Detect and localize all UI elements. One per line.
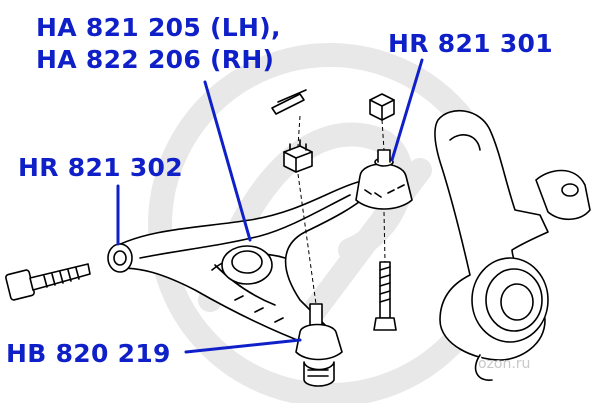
upper-ball-joint-icon: [355, 149, 413, 210]
lower-ball-joint-icon: [295, 303, 343, 387]
part-number-arm-lh: HA 821 205 (LH),: [36, 13, 281, 42]
leader-line-upper-ball-joint: [390, 58, 424, 162]
vertical-bolt-icon: [373, 261, 397, 331]
long-bolt-icon: [5, 263, 91, 301]
site-watermark: ozon.ru: [478, 356, 531, 372]
castle-nut-icon: [283, 139, 313, 173]
assembly-guide-lines: [297, 115, 386, 305]
leader-line-lower-ball-joint: [184, 338, 302, 354]
part-number-bushing: HR 821 302: [18, 153, 183, 182]
leader-line-arm: [203, 80, 252, 242]
steering-knuckle-icon: [434, 109, 591, 381]
part-number-arm-rh: HA 822 206 (RH): [36, 45, 275, 74]
top-nut-icon: [369, 93, 395, 121]
front-bushing-icon: [107, 243, 133, 273]
part-number-lower-ball-joint: HB 820 219: [6, 339, 171, 368]
part-number-upper-ball-joint: HR 821 301: [388, 29, 553, 58]
arm-bushing-icon: [221, 245, 273, 285]
cotter-pin-icon: [271, 89, 307, 115]
